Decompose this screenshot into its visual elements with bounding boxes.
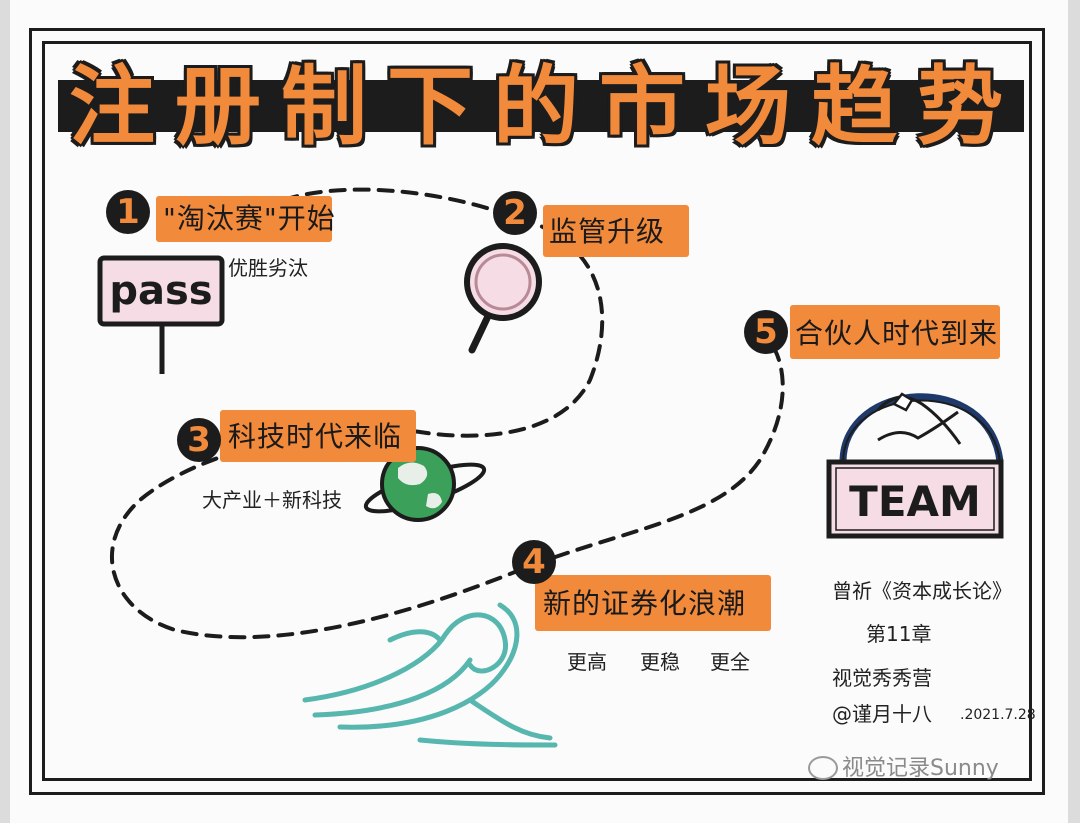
industry-note: 大产业＋新科技 xyxy=(202,490,342,510)
step-3-label: 科技时代来临 xyxy=(228,423,402,451)
wave-note-3: 更全 xyxy=(710,652,750,672)
wave-icon xyxy=(305,605,555,745)
step-1-label: "淘汰赛"开始 xyxy=(163,205,336,233)
credit-tagline: 视觉秀秀营 xyxy=(832,668,932,688)
step-4-label: 新的证券化浪潮 xyxy=(543,590,746,618)
step-5-label: 合伙人时代到来 xyxy=(795,320,998,348)
step-5-number: 5 xyxy=(744,310,788,354)
team-sign-text: TEAM xyxy=(849,477,981,526)
step-2-label: 监管升级 xyxy=(549,218,665,246)
step-3-number: 3 xyxy=(177,418,221,462)
survival-note: 优胜劣汰 xyxy=(228,258,308,278)
step-4-number: 4 xyxy=(512,540,556,584)
watermark: 视觉记录Sunny xyxy=(842,758,999,780)
team-sign: TEAM xyxy=(829,462,1001,536)
pass-sign: pass xyxy=(100,258,222,374)
step-2-number: 2 xyxy=(493,191,537,235)
wave-note-2: 更稳 xyxy=(640,652,680,672)
magnifier-icon xyxy=(467,246,539,350)
wave-note-1: 更高 xyxy=(567,652,607,672)
credit-book: 曾祈《资本成长论》 xyxy=(832,581,1012,601)
step-1-number: 1 xyxy=(106,190,150,234)
handshake-icon xyxy=(843,394,1000,462)
wechat-icon xyxy=(808,756,838,780)
credit-author: @谨月十八 xyxy=(832,704,932,724)
credit-chapter: 第11章 xyxy=(866,624,931,644)
credit-date: .2021.7.28 xyxy=(960,708,1036,722)
pass-sign-text: pass xyxy=(109,268,212,314)
